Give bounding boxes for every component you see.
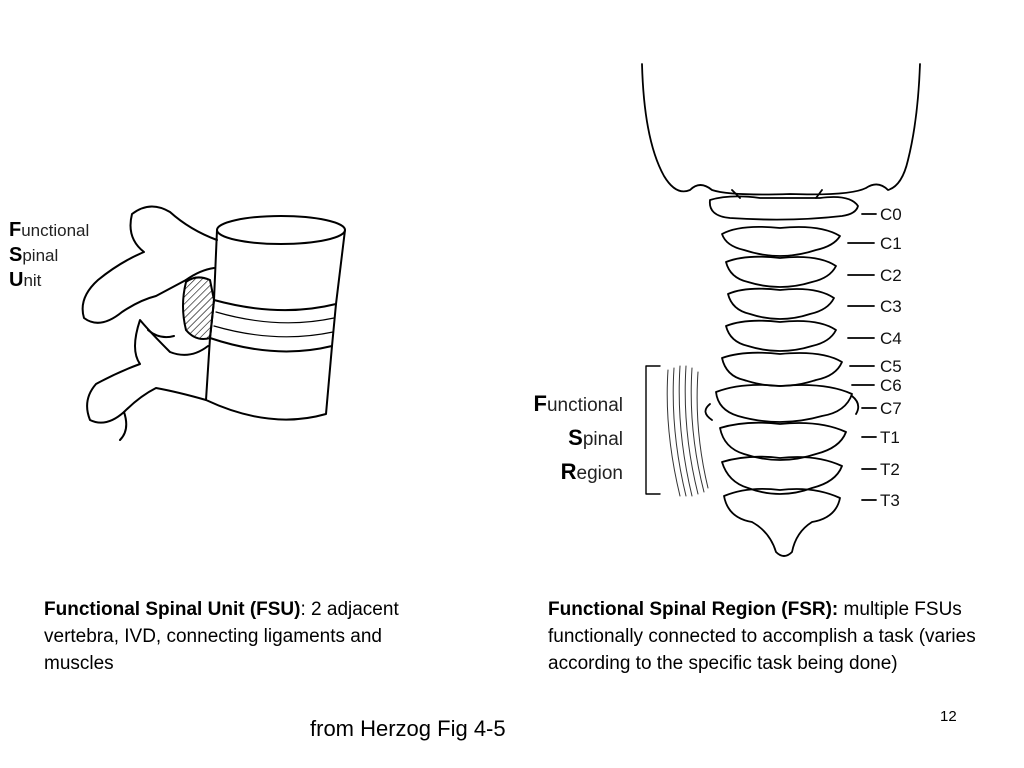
fsu-label-cap: F xyxy=(9,219,22,241)
fsr-label-line: Functional xyxy=(511,388,623,422)
level-label-c1: C1 xyxy=(880,234,902,253)
level-label-c2: C2 xyxy=(880,266,902,285)
level-label-c6: C6 xyxy=(880,376,902,395)
level-label-t3: T3 xyxy=(880,491,900,510)
level-label-c0: C0 xyxy=(880,205,902,224)
level-label-c3: C3 xyxy=(880,297,902,316)
fsr-label-line: Spinal xyxy=(511,422,623,456)
fsu-label-rest: nit xyxy=(23,271,42,290)
fsu-label-cap: U xyxy=(9,269,24,291)
fsu-label-line: Spinal xyxy=(9,243,89,268)
fsr-label-cap: R xyxy=(560,459,577,484)
level-label-c7: C7 xyxy=(880,399,902,418)
level-label-c5: C5 xyxy=(880,357,902,376)
fsr-label-rest: egion xyxy=(576,463,624,484)
page-number: 12 xyxy=(940,708,957,725)
fsu-label-line: Functional xyxy=(9,218,89,243)
fsu-acronym-label: Functional Spinal Unit xyxy=(9,218,89,293)
level-label-t1: T1 xyxy=(880,428,900,447)
fsr-label-cap: F xyxy=(533,391,547,416)
fsu-label-cap: S xyxy=(9,244,23,266)
fsu-label-rest: unctional xyxy=(21,221,90,240)
fsr-caption-term: Functional Spinal Region (FSR): xyxy=(548,599,839,620)
fsr-label-rest: pinal xyxy=(582,429,623,450)
fsr-label-rest: unctional xyxy=(546,395,623,416)
fsu-caption-term: Functional Spinal Unit (FSU) xyxy=(44,599,301,620)
fsu-caption-text: : 2 adjacent vertebra, IVD, connecting l… xyxy=(44,599,399,674)
fsr-acronym-label: Functional Spinal Region xyxy=(511,388,623,490)
fsr-label-line: Region xyxy=(511,456,623,490)
fsr-label-cap: S xyxy=(568,425,583,450)
fsu-label-line: Unit xyxy=(9,268,89,293)
source-citation: from Herzog Fig 4-5 xyxy=(310,716,506,741)
level-label-t2: T2 xyxy=(880,460,900,479)
fsr-caption: Functional Spinal Region (FSR): multiple… xyxy=(548,596,988,677)
fsu-caption: Functional Spinal Unit (FSU): 2 adjacent… xyxy=(44,596,424,677)
fsr-caption-text: multiple FSUs functionally connected to … xyxy=(548,599,976,674)
fsu-label-rest: pinal xyxy=(22,246,59,265)
level-label-c4: C4 xyxy=(880,329,902,348)
